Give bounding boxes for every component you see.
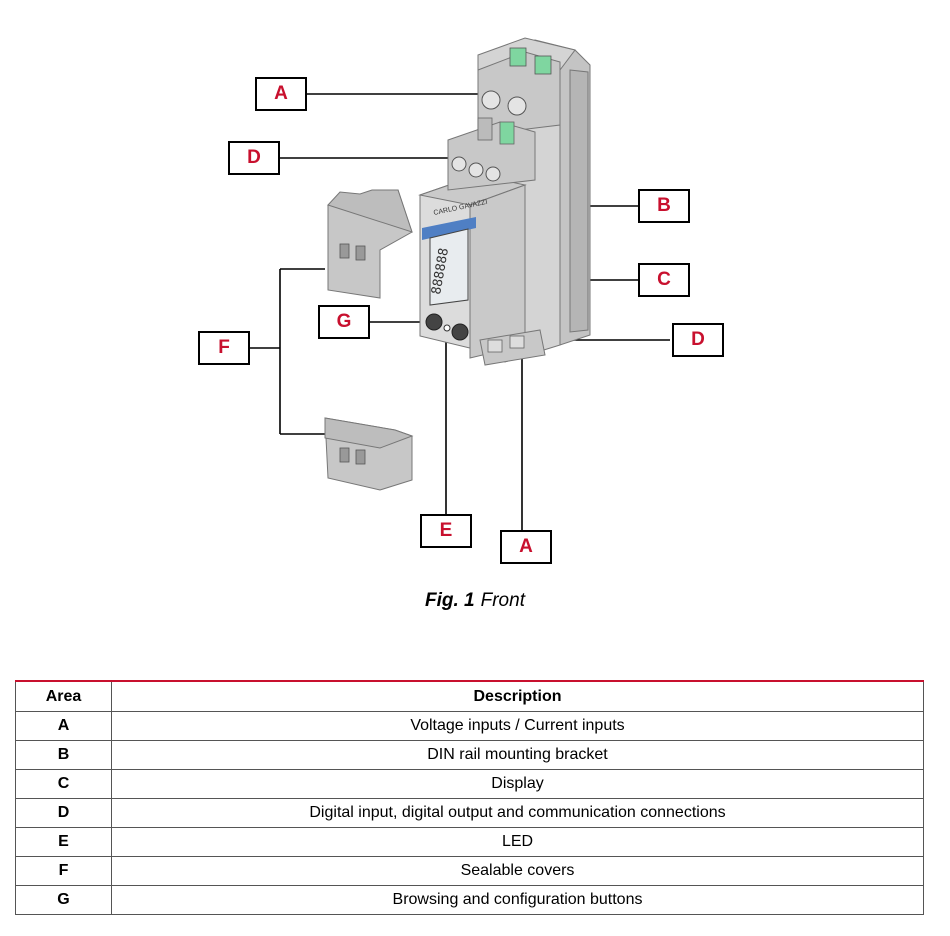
header-description: Description xyxy=(111,680,924,712)
callout-c: C xyxy=(638,263,690,297)
area-cell: E xyxy=(15,827,112,857)
description-cell: DIN rail mounting bracket xyxy=(111,740,924,770)
figure-number: Fig. 1 xyxy=(425,590,475,611)
area-cell: A xyxy=(15,711,112,741)
area-description-table: Area Description A Voltage inputs / Curr… xyxy=(15,680,924,915)
description-cell: Voltage inputs / Current inputs xyxy=(111,711,924,741)
description-cell: LED xyxy=(111,827,924,857)
header-area: Area xyxy=(15,680,112,712)
description-cell: Digital input, digital output and commun… xyxy=(111,798,924,828)
callout-a-top: A xyxy=(255,77,307,111)
table-row: C Display xyxy=(15,769,924,799)
table-row: E LED xyxy=(15,827,924,857)
description-cell: Sealable covers xyxy=(111,856,924,886)
sealable-cover-bottom xyxy=(324,417,414,491)
area-cell: C xyxy=(15,769,112,799)
table-row: D Digital input, digital output and comm… xyxy=(15,798,924,828)
figure-title: Front xyxy=(480,590,525,611)
area-cell: G xyxy=(15,885,112,915)
description-cell: Display xyxy=(111,769,924,799)
callout-d-right: D xyxy=(672,323,724,357)
callout-b: B xyxy=(638,189,690,223)
callout-f: F xyxy=(198,331,250,365)
callout-d-top: D xyxy=(228,141,280,175)
sealable-cover-top xyxy=(327,189,413,299)
table-row: F Sealable covers xyxy=(15,856,924,886)
figure: CARLO GAVAZZI 888888 xyxy=(198,37,724,564)
table-row: G Browsing and configuration buttons xyxy=(15,885,924,915)
area-cell: D xyxy=(15,798,112,828)
meter-body: CARLO GAVAZZI 888888 xyxy=(418,37,576,366)
area-cell: F xyxy=(15,856,112,886)
area-cell: B xyxy=(15,740,112,770)
table-row: B DIN rail mounting bracket xyxy=(15,740,924,770)
callout-a-bottom: A xyxy=(500,530,552,564)
callout-e: E xyxy=(420,514,472,548)
description-cell: Browsing and configuration buttons xyxy=(111,885,924,915)
device-illustration: CARLO GAVAZZI 888888 xyxy=(250,37,670,530)
table-header-row: Area Description xyxy=(15,680,924,712)
callout-g: G xyxy=(318,305,370,339)
table-row: A Voltage inputs / Current inputs xyxy=(15,711,924,741)
